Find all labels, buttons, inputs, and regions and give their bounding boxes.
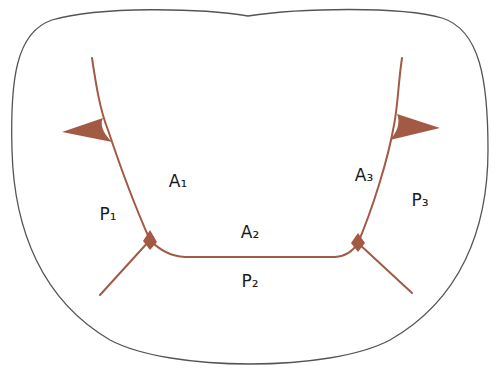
leaflet-scallop-label: A₁ bbox=[169, 172, 187, 191]
left-coaptation-line bbox=[92, 58, 150, 240]
right-commissure-wedge bbox=[390, 114, 440, 140]
leaflet-scallop-label: A₃ bbox=[355, 166, 373, 185]
coaptation-lines bbox=[92, 58, 412, 295]
right-junction-mark bbox=[351, 233, 365, 252]
leaflet-scallop-label: A₂ bbox=[241, 223, 259, 242]
leaflet-scallop-label: P₃ bbox=[411, 191, 428, 210]
left-commissure-branch bbox=[100, 240, 150, 295]
right-commissure-branch bbox=[358, 243, 412, 293]
left-commissure-wedge bbox=[62, 118, 112, 142]
valve-annulus-outline bbox=[12, 10, 488, 365]
right-coaptation-line bbox=[358, 58, 402, 243]
leaflet-scallop-label: P₂ bbox=[241, 272, 258, 291]
leaflet-scallop-label: P₁ bbox=[99, 205, 116, 224]
commissure-marks bbox=[62, 114, 440, 252]
central-coaptation-line bbox=[150, 240, 358, 257]
left-junction-mark bbox=[143, 230, 157, 250]
